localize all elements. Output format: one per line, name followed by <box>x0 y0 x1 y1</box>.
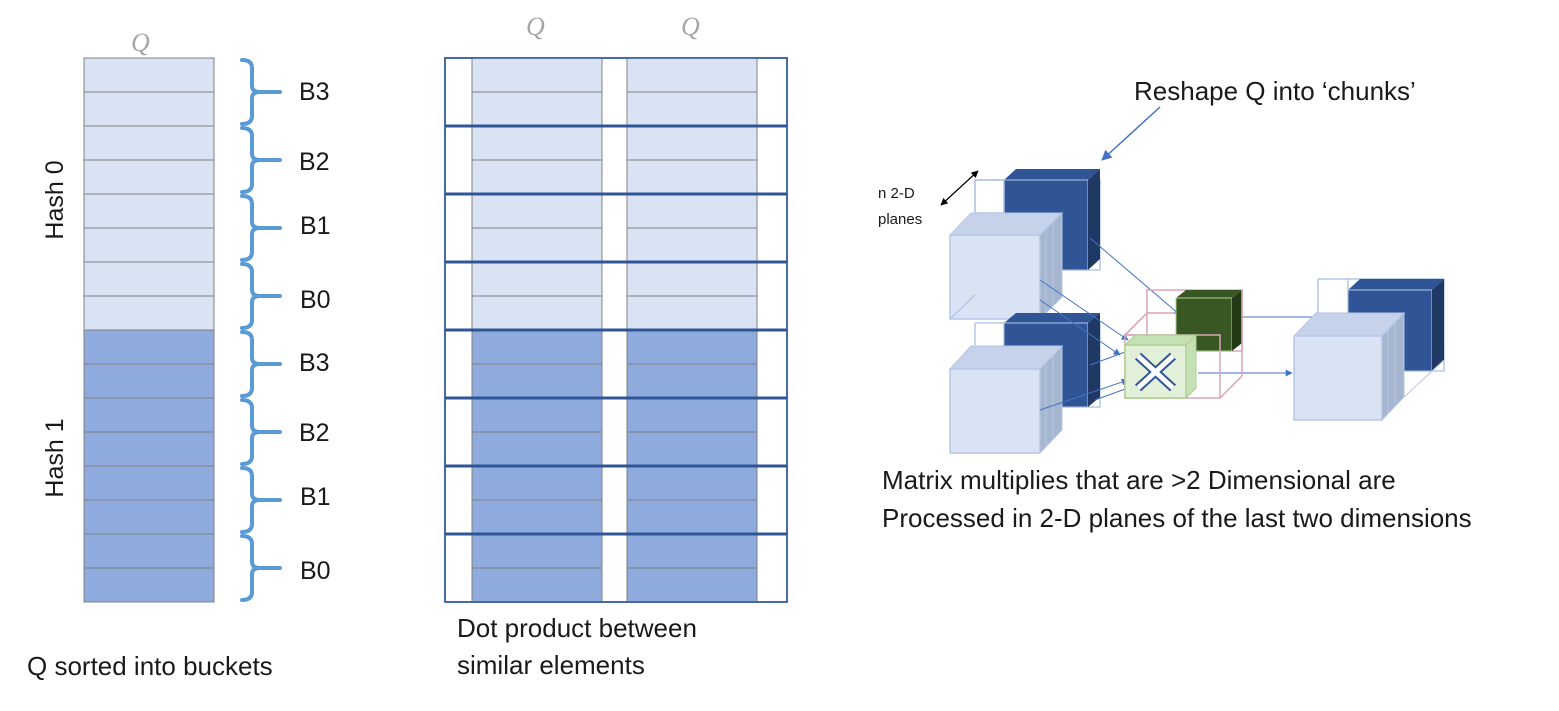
bucket-label: B0 <box>300 557 331 585</box>
q-row-cell <box>83 431 215 467</box>
q-grid-cell <box>626 329 758 365</box>
bucket-label: B1 <box>300 483 331 511</box>
left-caption: Q sorted into buckets <box>27 651 273 681</box>
q-grid-cell <box>626 499 758 535</box>
q-grid-cell <box>471 499 603 535</box>
q-grid-cell <box>471 363 603 399</box>
bucket-labels: B3 B2 B1 B0 B3 B2 B1 B0 <box>299 78 331 585</box>
bucket-label: B0 <box>300 286 331 314</box>
bucket-label: B3 <box>299 78 330 106</box>
bucket-label: B1 <box>300 212 331 240</box>
bucket-bracket <box>240 262 282 330</box>
q-row-cell <box>83 193 215 229</box>
q-grid-cell <box>471 533 603 569</box>
reshape-title: Reshape Q into ‘chunks’ <box>1134 76 1416 106</box>
right-caption-line-1: Matrix multiplies that are >2 Dimensiona… <box>882 465 1396 495</box>
q-grid-cell <box>626 397 758 433</box>
middle-caption-line-2: similar elements <box>457 650 645 680</box>
bucket-bracket <box>240 58 282 126</box>
q-columns-grid <box>444 57 788 603</box>
dot-product-panel: Q Q Dot product between similar elements <box>444 12 788 680</box>
q-row-cell <box>83 363 215 399</box>
q-grid-cell <box>471 295 603 331</box>
grid-outline <box>444 57 788 603</box>
q-grid-cell <box>471 329 603 365</box>
q-grid-cell <box>471 91 603 127</box>
multiply-x-icon <box>1134 352 1177 392</box>
title-arrow <box>1101 106 1161 161</box>
bucket-label: B3 <box>299 349 330 377</box>
input-cube-lower <box>948 313 1101 455</box>
q-column-label: Q <box>681 12 700 41</box>
bucket-brackets <box>240 58 282 602</box>
q-row-cell <box>83 329 215 365</box>
bucket-label: B2 <box>299 419 330 447</box>
q-grid-cell <box>626 261 758 297</box>
multiply-cube <box>1123 289 1244 400</box>
q-row-cell <box>83 227 215 263</box>
q-row-cell <box>83 295 215 331</box>
q-column-label: Q <box>131 28 150 57</box>
bucket-bracket <box>240 398 282 466</box>
bucket-label: B2 <box>299 148 330 176</box>
depth-arrow <box>940 170 979 206</box>
q-row-cell <box>83 533 215 569</box>
q-row-cell <box>83 159 215 195</box>
planes-label-line-1: n 2-D <box>878 185 915 202</box>
q-row-cell <box>83 465 215 501</box>
bucket-bracket <box>240 466 282 534</box>
q-grid-cell <box>626 91 758 127</box>
connector-lines <box>1039 237 1350 411</box>
q-grid-cell <box>471 567 603 603</box>
q-row-cell <box>83 125 215 161</box>
q-grid-cell <box>471 57 603 93</box>
q-grid-cell <box>471 125 603 161</box>
q-grid-cell <box>626 295 758 331</box>
q-column-label: Q <box>526 12 545 41</box>
output-cube <box>1292 278 1445 422</box>
hash-0-label: Hash 0 <box>41 160 69 239</box>
q-grid-cell <box>626 465 758 501</box>
q-grid-cell <box>471 159 603 195</box>
bucket-bracket <box>240 126 282 194</box>
q-grid-cell <box>471 465 603 501</box>
q-grid-cell <box>626 533 758 569</box>
sorted-buckets-panel: Q B3 B2 B1 B0 B3 B2 B1 B0 Hash 0 Hash 1 … <box>27 28 331 681</box>
q-grid-cell <box>626 57 758 93</box>
q-grid-cell <box>471 193 603 229</box>
q-grid-cell <box>471 431 603 467</box>
q-sorted-column <box>83 57 215 603</box>
q-row-cell <box>83 91 215 127</box>
q-row-cell <box>83 499 215 535</box>
input-cube-upper <box>948 169 1101 321</box>
q-grid-cell <box>626 363 758 399</box>
q-grid-cell <box>471 227 603 263</box>
q-row-cell <box>83 261 215 297</box>
q-row-cell <box>83 567 215 603</box>
q-row-cell <box>83 397 215 433</box>
q-grid-cell <box>471 261 603 297</box>
bucket-bracket <box>240 194 282 262</box>
q-grid-cell <box>626 227 758 263</box>
bucket-bracket <box>240 534 282 602</box>
planes-label-line-2: planes <box>878 211 922 228</box>
q-grid-cell <box>471 397 603 433</box>
q-grid-cell <box>626 567 758 603</box>
middle-caption-line-1: Dot product between <box>457 613 697 643</box>
q-grid-cell <box>626 193 758 229</box>
q-grid-cell <box>626 125 758 161</box>
q-grid-cell <box>626 431 758 467</box>
q-grid-cell <box>626 159 758 195</box>
q-row-cell <box>83 57 215 93</box>
bucket-bracket <box>240 330 282 398</box>
hash-1-label: Hash 1 <box>41 418 69 497</box>
reshape-chunks-panel: Reshape Q into ‘chunks’ n 2-D planes <box>878 76 1472 533</box>
right-caption-line-2: Processed in 2-D planes of the last two … <box>882 503 1472 533</box>
